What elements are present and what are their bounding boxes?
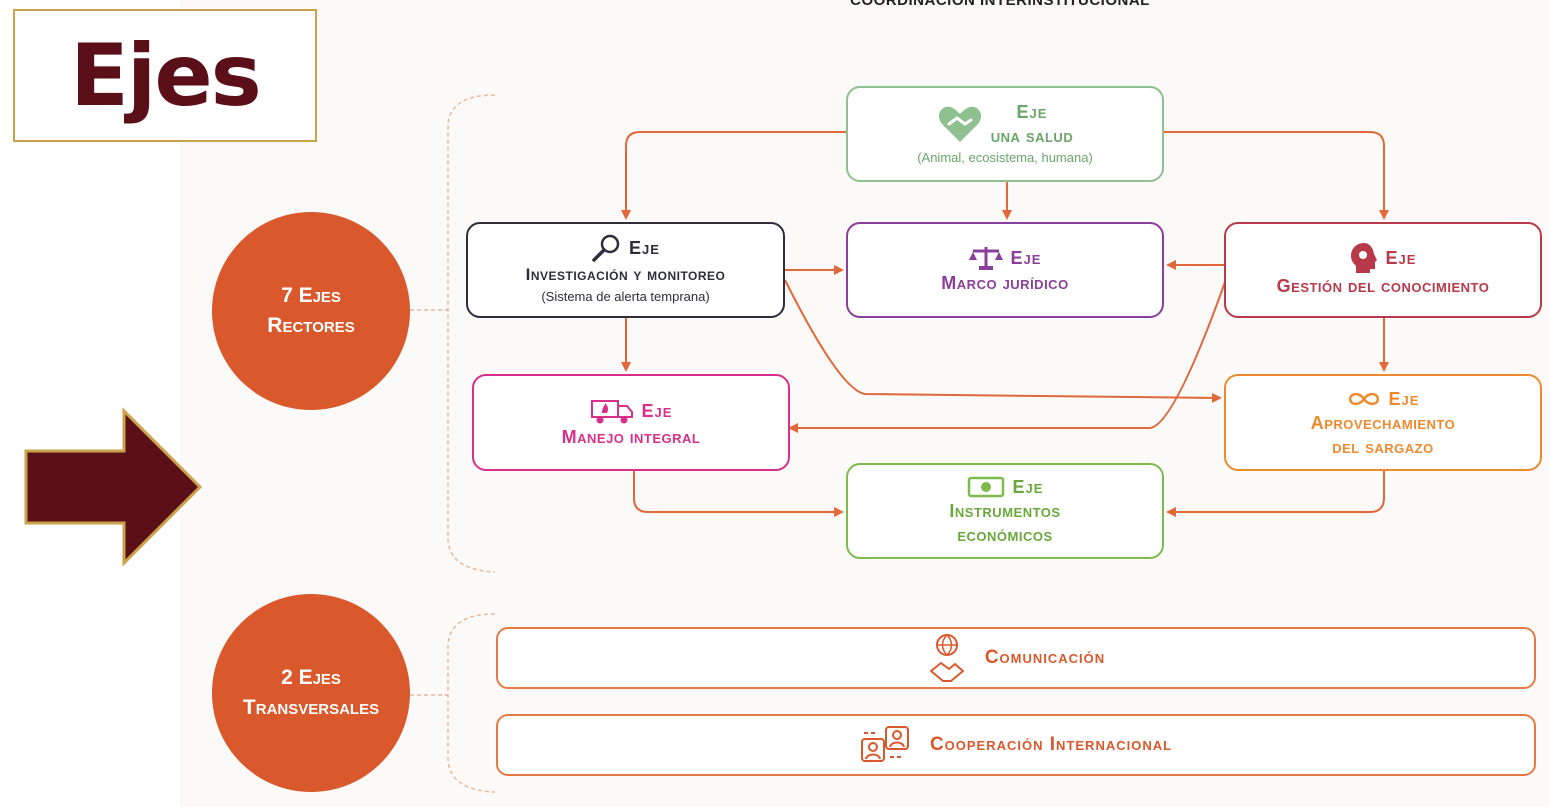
aprovechamiento-eje-label: Eje — [1388, 388, 1420, 409]
aprovechamiento-name1: Aprovechamiento — [1310, 412, 1456, 433]
gestion-name: Gestión del conocimiento — [1276, 276, 1490, 296]
ejes-badge: Ejes — [13, 9, 317, 142]
ejes-title: Ejes — [70, 25, 262, 126]
instrumentos-name2: económicos — [957, 525, 1053, 545]
scales-icon — [968, 247, 1003, 270]
transversal-cooperacion: Cooperación Internacional — [496, 714, 1536, 776]
people-chat-icon — [860, 726, 909, 762]
node-una-salud: Eje una salud (Animal, ecosistema, human… — [846, 86, 1164, 182]
transversal-comunicacion: Comunicación — [496, 627, 1536, 689]
head-bulb-icon — [1350, 243, 1377, 273]
rectores-circle: 7 Ejes Rectores — [212, 212, 410, 410]
magnifier-icon — [592, 234, 620, 262]
comunicacion-label: Comunicación — [984, 647, 1106, 668]
header-title: COORDINACIÓN INTERINSTITUCIONAL — [850, 0, 1150, 9]
transversales-line2: Transversales — [242, 696, 380, 719]
investigacion-eje-label: Eje — [629, 238, 660, 258]
una-salud-eje-label: Eje — [1016, 102, 1048, 122]
una-salud-name: una salud — [990, 126, 1074, 146]
gestion-eje-label: Eje — [1385, 248, 1417, 268]
manejo-name: Manejo integral — [561, 426, 701, 447]
infinity-icon — [1348, 392, 1379, 405]
money-icon — [967, 476, 1004, 498]
node-manejo-integral: Eje Manejo integral — [472, 374, 790, 471]
transversales-line1: 2 Ejes — [281, 666, 341, 689]
big-arrow-icon — [24, 407, 203, 567]
node-investigacion: Eje Investigación y monitoreo (Sistema d… — [466, 222, 785, 318]
instrumentos-eje-label: Eje — [1012, 477, 1044, 497]
una-salud-sub: (Animal, ecosistema, humana) — [917, 150, 1093, 165]
transversales-circle: 2 Ejes Transversales — [212, 594, 410, 792]
node-gestion-conocimiento: Eje Gestión del conocimiento — [1224, 222, 1542, 318]
node-marco-juridico: Eje Marco jurídico — [846, 222, 1164, 318]
node-instrumentos-economicos: Eje Instrumentos económicos — [846, 463, 1164, 559]
node-aprovechamiento: Eje Aprovechamiento del sargazo — [1224, 374, 1542, 471]
investigacion-sub: (Sistema de alerta temprana) — [541, 289, 710, 304]
investigacion-name: Investigación y monitoreo — [525, 265, 726, 284]
marco-eje-label: Eje — [1010, 248, 1042, 268]
heart-handshake-icon — [938, 106, 981, 142]
globe-handshake-icon — [929, 634, 964, 682]
aprovechamiento-name2: del sargazo — [1332, 436, 1434, 457]
rectores-line2: Rectores — [267, 314, 355, 337]
manejo-eje-label: Eje — [641, 400, 673, 421]
marco-name: Marco jurídico — [941, 273, 1069, 293]
truck-icon — [590, 399, 633, 423]
rectores-line1: 7 Ejes — [281, 284, 341, 307]
instrumentos-name1: Instrumentos — [949, 501, 1061, 521]
cooperacion-label: Cooperación Internacional — [929, 734, 1173, 755]
